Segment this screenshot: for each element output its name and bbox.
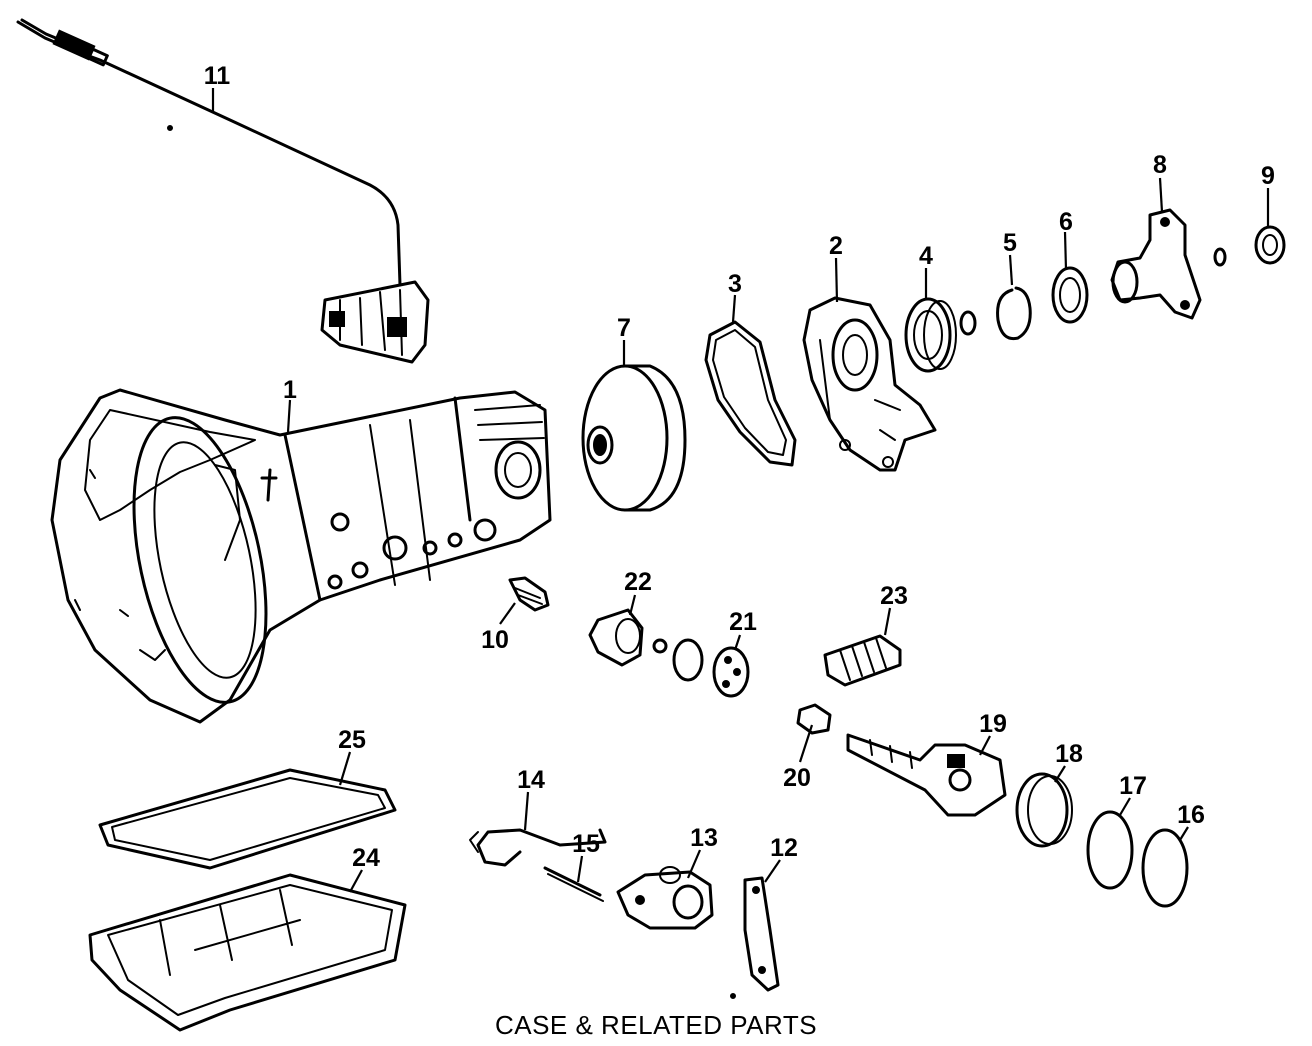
part-3-gasket — [704, 320, 797, 467]
part-14-shift-rod — [469, 828, 607, 867]
callout-18: 18 — [1055, 740, 1083, 768]
part-6-seal — [1051, 266, 1089, 324]
callout-5: 5 — [1003, 229, 1017, 257]
callout-15: 15 — [572, 830, 600, 858]
part-16-ring — [1141, 828, 1189, 908]
callout-9: 9 — [1261, 162, 1275, 190]
part-20-spring — [796, 703, 832, 735]
callout-20: 20 — [783, 764, 811, 792]
diagram-caption: CASE & RELATED PARTS — [494, 1010, 818, 1040]
callout-2: 2 — [829, 232, 843, 260]
callout-1: 1 — [283, 376, 297, 404]
callout-14: 14 — [517, 766, 545, 794]
callout-6: 6 — [1059, 208, 1073, 236]
part-23-gear — [823, 634, 902, 687]
o-ring — [1213, 247, 1227, 267]
callout-21: 21 — [729, 608, 757, 636]
part-4-bearing — [904, 297, 957, 373]
callout-8: 8 — [1153, 151, 1167, 179]
part-18-cap — [1015, 772, 1073, 848]
callout-10: 10 — [481, 626, 509, 654]
part-25-pan-gasket — [98, 768, 397, 870]
callout-24: 24 — [352, 844, 380, 872]
callout-3: 3 — [728, 270, 742, 298]
callout-17: 17 — [1119, 772, 1147, 800]
print-speck — [167, 125, 173, 131]
part-7-drum — [581, 364, 687, 512]
part-2-extension-housing — [802, 296, 937, 472]
callout-7: 7 — [617, 314, 631, 342]
callout-25: 25 — [338, 726, 366, 754]
callout-12: 12 — [770, 834, 798, 862]
part-17-ring — [1086, 810, 1134, 890]
part-21-cover — [712, 646, 750, 698]
callout-11: 11 — [204, 62, 231, 90]
callout-labels: 11 1 2 3 4 5 6 7 8 9 10 22 21 23 20 19 1… — [204, 62, 1275, 872]
callout-13: 13 — [690, 824, 718, 852]
part-11-shift-cable — [16, 18, 430, 364]
part-15-pin — [543, 866, 604, 902]
leader-lines — [211, 88, 1270, 893]
callout-4: 4 — [919, 242, 933, 270]
part-8-flange — [1110, 208, 1202, 320]
part-9-nut — [1254, 225, 1286, 265]
callout-19: 19 — [979, 710, 1007, 738]
callout-22: 22 — [624, 568, 652, 596]
callout-23: 23 — [880, 582, 908, 610]
part-1-transmission-case — [50, 388, 552, 724]
part-10-sensor — [508, 576, 550, 612]
part-12-bracket — [743, 876, 780, 992]
callout-16: 16 — [1177, 801, 1205, 829]
part-13-lever-body — [616, 866, 714, 930]
part-19-shaft-assembly — [846, 733, 1007, 817]
part-5-snap-ring — [996, 286, 1032, 341]
part-24-oil-pan — [88, 873, 407, 1032]
part-22-piston — [588, 608, 704, 682]
print-speck — [730, 993, 736, 999]
washer — [959, 310, 977, 336]
